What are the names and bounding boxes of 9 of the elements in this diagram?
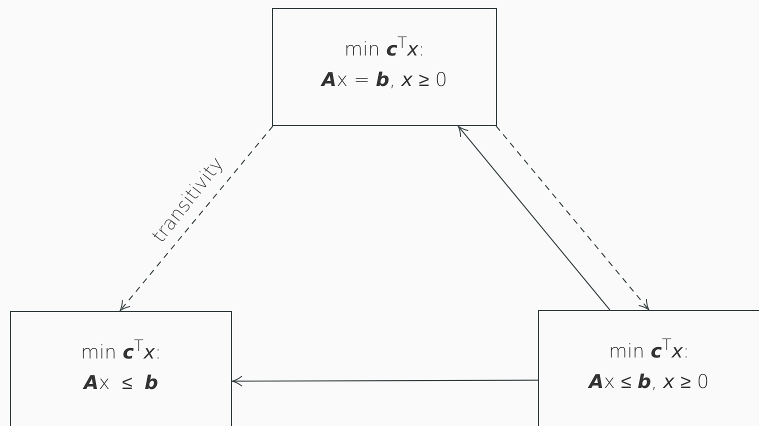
formula-box: [272, 8, 497, 126]
formula-text: Ax = b, x ≥ 0: [322, 69, 448, 92]
formula-text: min c$^{T}$x:: [344, 33, 425, 62]
formula-box: [538, 310, 759, 426]
formula-text: Ax ≤ b, x ≥ 0: [588, 371, 710, 394]
formula-text: min c$^{T}$x:: [80, 336, 162, 364]
formula-text: Ax ≤ b: [84, 372, 158, 395]
formula-text: min c$^{T}$x:: [608, 335, 690, 364]
formula-box: [10, 311, 232, 426]
